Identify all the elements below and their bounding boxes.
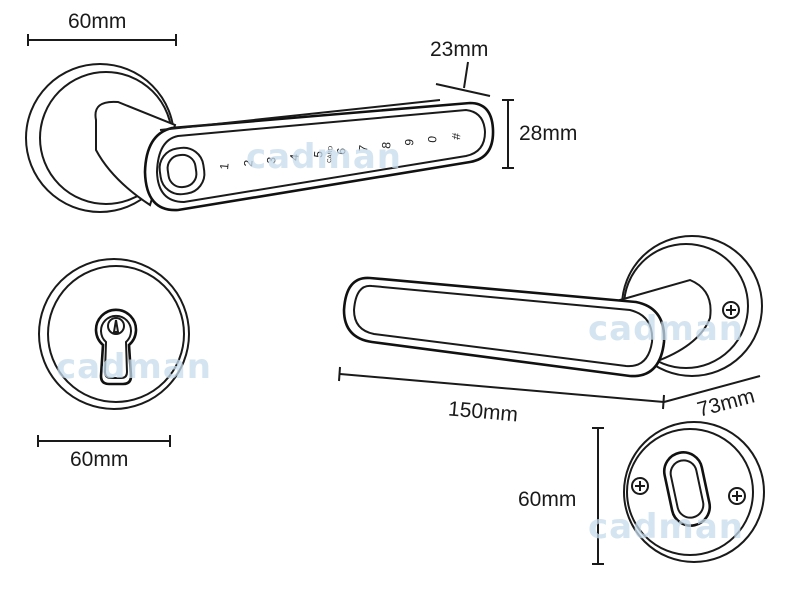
cylinder-rose-assembly <box>38 258 190 410</box>
dim-handle-projection: 73mm <box>663 375 761 422</box>
dim-handle-projection-label: 73mm <box>695 384 757 421</box>
cross-screw-icon <box>722 301 740 319</box>
thumbturn-rose-assembly <box>623 421 765 563</box>
top-lever-keypad-face <box>155 108 487 204</box>
dim-top-rose-width-label: 60mm <box>68 10 126 33</box>
top-lever-top-edge <box>159 99 441 131</box>
dim-front-rose-width-label: 60mm <box>70 448 128 471</box>
dim-handle-length: 150mm <box>338 366 665 426</box>
key-0: 0 <box>425 135 440 143</box>
key-card-label: CARD <box>327 145 335 163</box>
key-2: 2 <box>241 159 256 167</box>
dim-front-rose-width: 60mm <box>37 435 171 471</box>
key-8: 8 <box>379 141 394 149</box>
thumbturn-rose-inner <box>626 428 754 556</box>
dim-top-rose-width: 60mm <box>27 10 177 46</box>
cylinder-keyhole-icon <box>94 308 138 386</box>
keypad-lever-assembly: 1 2 3 4 5 CARD 6 7 8 9 0 # <box>25 63 495 213</box>
key-hash: # <box>449 132 464 140</box>
dim-handle-height-label: 28mm <box>519 122 577 145</box>
inside-lever-body <box>342 276 666 378</box>
watermark-text: cadman <box>246 137 402 177</box>
inside-lever-face <box>352 284 654 368</box>
dim-back-rose-height-label: 60mm <box>518 488 576 511</box>
dim-handle-height: 28mm <box>502 99 577 169</box>
dim-handle-thickness: 23mm <box>430 38 491 97</box>
key-9: 9 <box>402 138 417 146</box>
cylinder-rose-inner <box>47 265 185 403</box>
key-1: 1 <box>217 162 232 170</box>
dim-handle-thickness-label: 23mm <box>430 38 488 61</box>
thumbturn-icon <box>662 451 712 527</box>
key-4: 4 <box>287 153 302 161</box>
watermark-text: cadman <box>588 309 744 349</box>
key-5: 5 <box>311 150 326 158</box>
key-3: 3 <box>264 156 279 164</box>
fingerprint-icon <box>158 146 206 196</box>
cross-screw-icon <box>631 477 649 495</box>
inside-lever-assembly <box>342 235 763 378</box>
dim-back-rose-height: 60mm <box>518 427 604 565</box>
key-7: 7 <box>356 144 371 152</box>
watermark-text: cadman <box>56 347 212 387</box>
top-lever-body <box>143 101 495 212</box>
dim-handle-length-label: 150mm <box>447 397 519 426</box>
keypad-keys: 1 2 3 4 5 CARD 6 7 8 9 0 # <box>217 132 464 170</box>
watermark-text: cadman <box>588 507 744 547</box>
cross-screw-icon <box>728 487 746 505</box>
key-6: 6 <box>334 147 349 155</box>
